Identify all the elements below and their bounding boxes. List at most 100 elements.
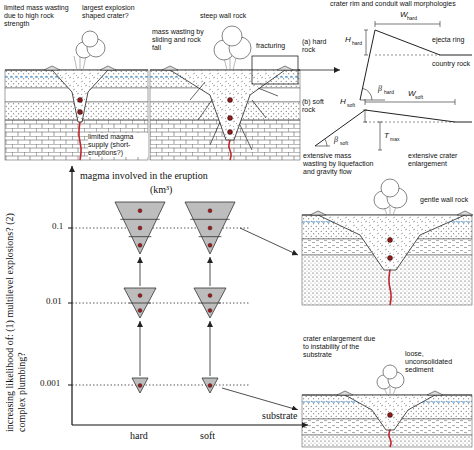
subscript: max: [390, 137, 399, 142]
tick-label: 0.1: [52, 222, 63, 231]
angle-symbol: β: [334, 136, 338, 144]
x-axis: [72, 424, 308, 425]
y-axis: [71, 166, 72, 425]
panel-title: crater rim and conduit wall morphologies: [330, 0, 456, 8]
dimension-tick: [378, 150, 382, 151]
explosion-site: [138, 294, 142, 298]
eruption-jet: [74, 56, 77, 70]
dimension-tick: [378, 122, 382, 123]
ejecta-rim: [427, 391, 443, 395]
explosion-site: [208, 209, 212, 213]
annotation: limited mass wasting due to high rock st…: [4, 4, 74, 28]
magma-blob: [388, 238, 393, 243]
annotation: crater enlargement due to instability of…: [303, 335, 383, 359]
eruption-jet: [230, 58, 231, 70]
dimension-line: [380, 122, 381, 150]
subscript: hard: [407, 16, 417, 21]
rim-morphology: [315, 21, 472, 150]
annotation: steep wall rock: [200, 12, 246, 20]
ejecta-profile: [375, 30, 472, 55]
dimension-tick: [440, 21, 441, 27]
eruption-cone: [194, 288, 226, 318]
volume-chart: [68, 166, 308, 425]
cross-section: [5, 31, 148, 160]
axis-title: substrate: [262, 410, 298, 421]
angle-arc: [363, 88, 373, 100]
annotation: extensive mass wasting by liquefaction a…: [303, 152, 375, 176]
eruption-plume: [222, 26, 242, 46]
dimension-symbol: H: [340, 98, 346, 106]
feeder-dike: [389, 270, 391, 305]
magma-blob: [228, 130, 233, 135]
stratum: [302, 435, 472, 447]
growth-arrow: [140, 257, 141, 286]
annotation: ejecta ring: [432, 36, 464, 44]
fracture-line: [210, 122, 220, 145]
eruption-jet: [80, 56, 81, 70]
cross-section: [302, 179, 473, 305]
growth-arrow: [210, 257, 211, 286]
dimension-tick: [364, 30, 368, 31]
ejecta-rim: [162, 66, 178, 70]
magma-blob: [78, 110, 83, 115]
explosion-site: [138, 209, 142, 213]
fracture-line: [258, 88, 278, 96]
crater-fill: [52, 70, 108, 122]
eruption-plume: [383, 365, 397, 379]
stratum: [5, 120, 148, 160]
explosion-site: [138, 226, 142, 230]
ejecta-rim: [100, 66, 116, 70]
ejecta-rim: [44, 66, 60, 70]
crater-fill: [170, 70, 285, 140]
grid-line: [72, 385, 250, 386]
explosion-site: [208, 309, 212, 313]
axis-tick: [68, 303, 72, 304]
annotation: mass wasting by sliding and rock fall: [152, 28, 208, 52]
cone-tier: [120, 219, 159, 220]
ejecta-profile: [365, 110, 472, 122]
explosion-site: [208, 384, 212, 388]
annotation: fracturing: [256, 42, 285, 50]
feeder-dike: [229, 140, 231, 160]
explosion-site: [138, 243, 142, 247]
fracture-line: [198, 100, 212, 120]
cone-tier: [199, 236, 222, 237]
dimension-tick: [455, 99, 456, 105]
dimension-tick: [364, 55, 368, 56]
fracture-line: [252, 100, 266, 118]
detail-callout: [252, 56, 340, 84]
eruption-jet: [390, 387, 391, 395]
tick-label: 0.001: [40, 379, 60, 388]
cross-section: [150, 26, 300, 160]
growth-arrow: [140, 321, 141, 376]
cross-section: [302, 365, 472, 447]
cone-tier: [190, 219, 229, 220]
axis-title: increasing likelihood of: (1) multilevel…: [4, 202, 27, 432]
explosion-site: [208, 243, 212, 247]
annotation: extensive crater enlargement: [408, 152, 472, 168]
dimension-symbol: W: [400, 11, 408, 19]
subscript: soft: [340, 141, 348, 146]
cone-tier: [129, 236, 152, 237]
reference-line: [375, 55, 440, 56]
crater-wall: [360, 30, 375, 100]
dimension-symbol: T: [384, 132, 389, 140]
dimension-tick: [363, 110, 367, 111]
feeder-dike: [79, 122, 81, 160]
eruption-cone: [115, 202, 165, 254]
dimension-line: [375, 24, 440, 25]
dimension-symbol: W: [408, 90, 416, 98]
explosion-site: [208, 226, 212, 230]
magma-blob: [388, 256, 393, 261]
panel-label: (a) hard rock: [302, 38, 336, 54]
axis-title: magma involved in the eruption: [80, 170, 208, 181]
magma-blob: [228, 116, 233, 121]
subscript: soft: [347, 103, 355, 108]
eruption-jet: [390, 207, 391, 215]
dimension-line: [365, 110, 366, 122]
annotation: gentle wall rock: [420, 196, 468, 204]
annotation: country rock: [432, 60, 470, 68]
annotation: limited magma supply (short-eruptions?): [88, 133, 148, 157]
dimension-line: [365, 102, 455, 103]
